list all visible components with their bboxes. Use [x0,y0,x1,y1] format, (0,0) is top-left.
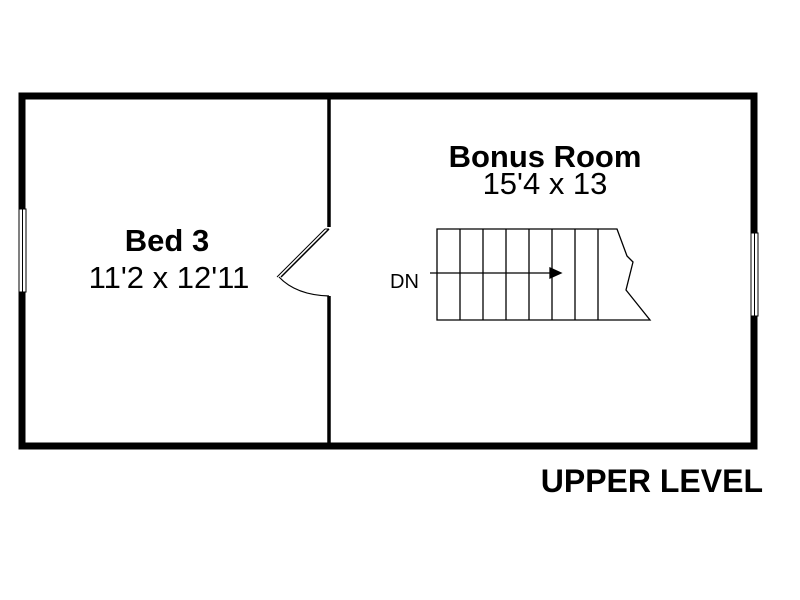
stair-treads [459,229,599,320]
stair-outline [436,228,652,321]
staircase [430,228,652,321]
door-leaf [280,228,330,278]
stair-direction-arrow [549,266,563,280]
room-dimensions-bonus-room: 15'4 x 13 [483,166,608,201]
window-left [18,208,27,293]
level-label: UPPER LEVEL [541,463,763,499]
door-swing-arc [278,276,330,297]
room-dimensions-bed-3: 11'2 x 12'11 [89,260,250,295]
stair-direction-label: DN [390,271,419,293]
door [276,228,330,297]
window-right [750,232,759,317]
room-name-bed-3: Bed 3 [125,223,209,258]
room-name-bonus-room: Bonus Room [449,139,642,174]
outer-walls [18,92,758,450]
